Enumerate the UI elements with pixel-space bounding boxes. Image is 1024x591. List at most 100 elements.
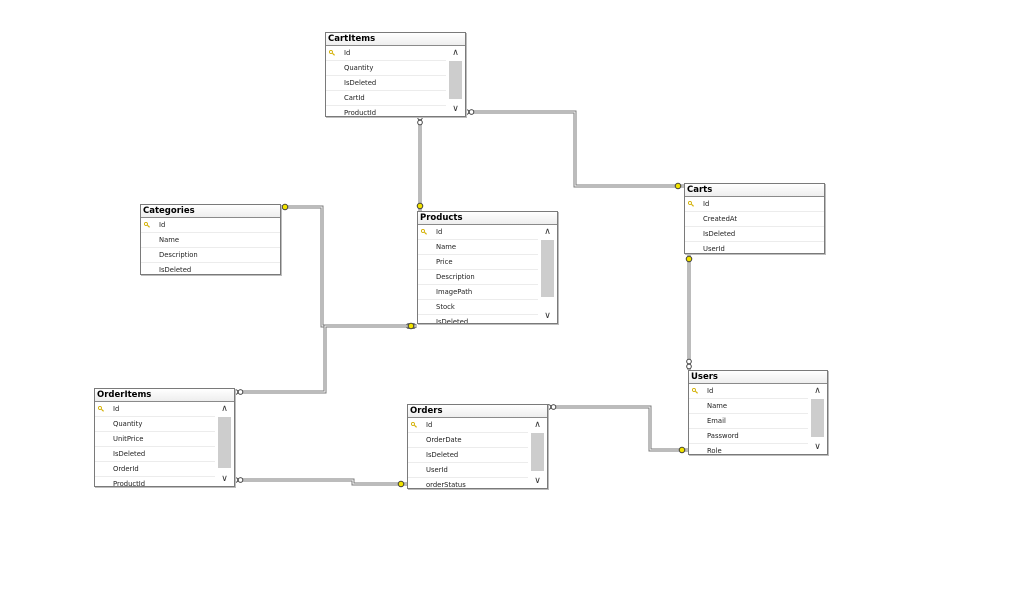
scrollbar-thumb[interactable] [531, 433, 544, 471]
column-row[interactable]: ImagePath [418, 285, 538, 300]
column-name: Id [426, 421, 433, 429]
table-title[interactable]: OrderItems [95, 389, 234, 402]
column-row[interactable]: Password [689, 429, 808, 444]
column-row[interactable]: OrderId [95, 462, 215, 477]
key-endpoint-icon [397, 480, 405, 488]
column-row[interactable]: Id [418, 225, 538, 240]
column-name: UserId [426, 466, 448, 474]
column-name: Id [113, 405, 120, 413]
vertical-scrollbar[interactable]: ∧∨ [809, 384, 826, 454]
column-row[interactable]: ProductId [95, 477, 215, 486]
column-row[interactable]: UnitPrice [95, 432, 215, 447]
column-name: Id [344, 49, 351, 57]
scrollbar-thumb[interactable] [811, 399, 824, 437]
column-row[interactable]: Name [689, 399, 808, 414]
scrollbar-thumb[interactable] [541, 240, 554, 297]
relationship-cartitems-carts[interactable] [463, 109, 684, 190]
column-row[interactable]: OrderDate [408, 433, 528, 448]
chevron-down-icon[interactable]: ∨ [534, 476, 541, 486]
column-row[interactable]: Quantity [326, 61, 446, 76]
vertical-scrollbar[interactable]: ∧∨ [539, 225, 556, 323]
many-endpoint-icon [405, 323, 417, 329]
vertical-scrollbar[interactable]: ∧∨ [216, 402, 233, 486]
chevron-down-icon[interactable]: ∨ [814, 442, 821, 452]
key-endpoint-icon [678, 446, 686, 454]
chevron-up-icon[interactable]: ∧ [221, 404, 228, 414]
column-name: Name [707, 402, 728, 410]
column-row[interactable]: Quantity [95, 417, 215, 432]
chevron-down-icon[interactable]: ∨ [452, 104, 459, 114]
column-name: Price [436, 258, 453, 266]
column-row[interactable]: Description [418, 270, 538, 285]
column-row[interactable]: Id [95, 402, 215, 417]
column-row[interactable]: IsDeleted [418, 315, 538, 323]
relationship-cartitems-products[interactable] [416, 114, 424, 211]
column-name: Id [707, 387, 714, 395]
column-name: Id [703, 200, 710, 208]
chevron-up-icon[interactable]: ∧ [814, 386, 821, 396]
column-row[interactable]: Id [141, 218, 280, 233]
column-row[interactable]: Id [408, 418, 528, 433]
scrollbar-thumb[interactable] [218, 417, 231, 468]
column-name: ProductId [344, 109, 377, 116]
relationship-orders-users[interactable] [545, 404, 688, 454]
column-name: Id [159, 221, 166, 229]
vertical-scrollbar[interactable]: ∧∨ [447, 46, 464, 116]
column-row[interactable]: IsDeleted [95, 447, 215, 462]
column-row[interactable]: Price [418, 255, 538, 270]
chevron-down-icon[interactable]: ∨ [544, 311, 551, 321]
column-row[interactable]: Id [689, 384, 808, 399]
column-row[interactable]: orderStatus [408, 478, 528, 488]
column-row[interactable]: Email [689, 414, 808, 429]
column-row[interactable]: Id [685, 197, 824, 212]
column-row[interactable]: Description [141, 248, 280, 263]
chevron-up-icon[interactable]: ∧ [534, 420, 541, 430]
column-row[interactable]: ProductId [326, 106, 446, 116]
relationship-carts-users[interactable] [685, 253, 693, 370]
column-row[interactable]: Name [418, 240, 538, 255]
scrollbar-thumb[interactable] [449, 61, 462, 99]
column-row[interactable]: Role [689, 444, 808, 454]
column-row[interactable]: CreatedAt [685, 212, 824, 227]
column-row[interactable]: IsDeleted [141, 263, 280, 274]
vertical-scrollbar[interactable]: ∧∨ [529, 418, 546, 488]
column-row[interactable]: UserId [408, 463, 528, 478]
table-title[interactable]: Categories [141, 205, 280, 218]
column-row[interactable]: Id [326, 46, 446, 61]
key-icon [688, 201, 694, 207]
table-title[interactable]: CartItems [326, 33, 465, 46]
table-title[interactable]: Products [418, 212, 557, 225]
column-name: UserId [703, 245, 725, 253]
column-row[interactable]: CartId [326, 91, 446, 106]
column-row[interactable]: IsDeleted [326, 76, 446, 91]
column-row[interactable]: IsDeleted [685, 227, 824, 242]
relationship-orderitems-products[interactable] [232, 322, 417, 395]
column-name: CreatedAt [703, 215, 738, 223]
chevron-up-icon[interactable]: ∧ [452, 48, 459, 58]
column-name: ProductId [113, 480, 146, 486]
relationship-products-categories[interactable] [279, 203, 417, 329]
key-icon [692, 388, 698, 394]
relationship-orderitems-orders[interactable] [232, 477, 407, 488]
chevron-down-icon[interactable]: ∨ [221, 474, 228, 484]
column-name: orderStatus [426, 481, 466, 488]
column-row[interactable]: IsDeleted [408, 448, 528, 463]
table-title[interactable]: Orders [408, 405, 547, 418]
chevron-up-icon[interactable]: ∧ [544, 227, 551, 237]
column-row[interactable]: UserId [685, 242, 824, 253]
column-row[interactable]: Stock [418, 300, 538, 315]
column-name: OrderId [113, 465, 139, 473]
table-title[interactable]: Carts [685, 184, 824, 197]
column-row[interactable]: Name [141, 233, 280, 248]
table-title[interactable]: Users [689, 371, 827, 384]
